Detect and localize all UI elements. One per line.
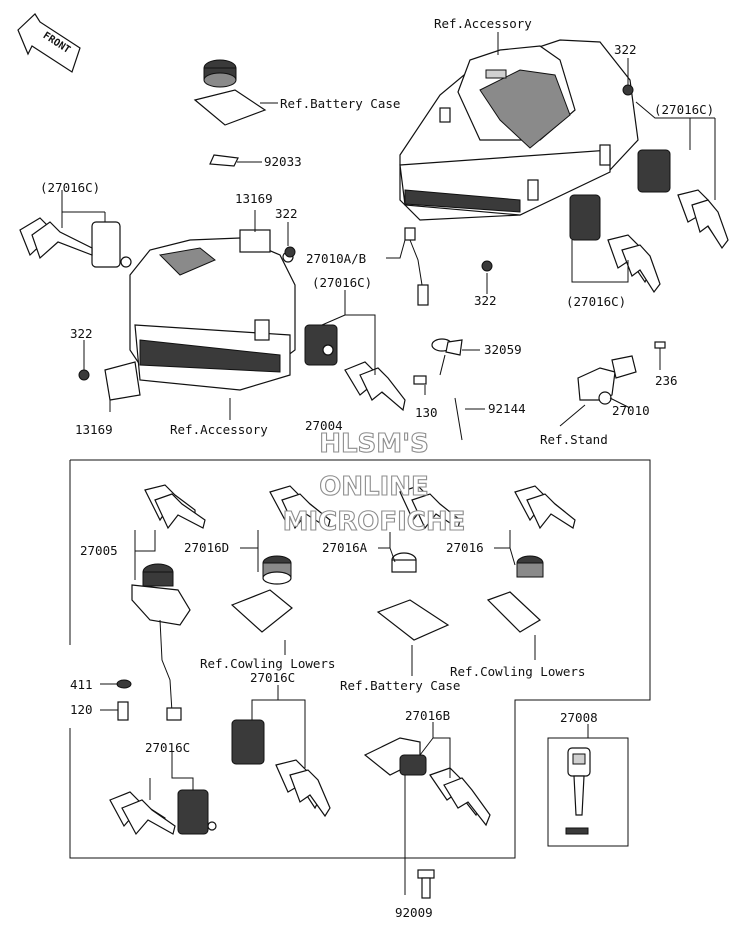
small-parts-mid bbox=[284, 84, 634, 441]
label-411: 411 bbox=[70, 677, 93, 692]
label-27016c-right-top: (27016C) bbox=[654, 102, 714, 117]
bolt-92009 bbox=[417, 869, 435, 899]
lock-assy-right-top bbox=[637, 149, 729, 250]
label-92144: 92144 bbox=[488, 401, 526, 416]
callout-labels: Ref.Accessory 322 Ref.Battery Case (2701… bbox=[40, 16, 714, 920]
label-27016c-center: (27016C) bbox=[312, 275, 372, 290]
watermark-line-3: MICROFICHE bbox=[283, 507, 466, 537]
label-ref-battery-case-box: Ref.Battery Case bbox=[340, 678, 460, 693]
label-32059: 32059 bbox=[484, 342, 522, 357]
ignition-switch bbox=[131, 484, 206, 721]
label-27016b: 27016B bbox=[405, 708, 450, 723]
label-130: 130 bbox=[415, 405, 438, 420]
side-case-illustration bbox=[78, 229, 296, 401]
washer-411 bbox=[116, 679, 132, 689]
stand-switch bbox=[577, 341, 666, 405]
label-27016c-box-left: 27016C bbox=[145, 740, 190, 755]
kit-frame bbox=[69, 459, 651, 859]
battery-cap-top bbox=[193, 59, 267, 167]
watermark-line-1: HLSM'S bbox=[319, 429, 429, 459]
label-27016c-right-bottom: (27016C) bbox=[566, 294, 626, 309]
bolt-120 bbox=[117, 701, 129, 721]
label-92009: 92009 bbox=[395, 905, 433, 920]
label-27016c-box: 27016C bbox=[250, 670, 295, 685]
watermark-line-2: ONLINE bbox=[319, 472, 429, 502]
label-13169-bottom: 13169 bbox=[75, 422, 113, 437]
lock-assy-right-mid bbox=[569, 194, 661, 294]
label-ref-stand: Ref.Stand bbox=[540, 432, 608, 447]
watermark: HLSM'S ONLINE MICROFICHE bbox=[282, 428, 466, 537]
lock-27016c-box-left bbox=[109, 789, 217, 836]
label-27010: 27010 bbox=[612, 403, 650, 418]
label-27005: 27005 bbox=[80, 543, 118, 558]
label-27008: 27008 bbox=[560, 710, 598, 725]
label-120: 120 bbox=[70, 702, 93, 717]
label-322-mid: 322 bbox=[275, 206, 298, 221]
lock-27016d bbox=[230, 485, 331, 633]
label-322-right-mid: 322 bbox=[474, 293, 497, 308]
label-27016a: 27016A bbox=[322, 540, 368, 555]
label-27010ab: 27010A/B bbox=[306, 251, 366, 266]
front-arrow-icon: FRONT bbox=[17, 13, 81, 73]
label-ref-cowling-lowers-left: Ref.Cowling Lowers bbox=[200, 656, 335, 671]
label-92033: 92033 bbox=[264, 154, 302, 169]
label-236: 236 bbox=[655, 373, 678, 388]
label-27016c-left-top: (27016C) bbox=[40, 180, 100, 195]
label-ref-battery-case-top: Ref.Battery Case bbox=[280, 96, 400, 111]
label-ref-accessory-top: Ref.Accessory bbox=[434, 16, 532, 31]
lock-27016b bbox=[363, 737, 491, 827]
lock-assy-center bbox=[304, 324, 406, 412]
label-13169-top: 13169 bbox=[235, 191, 273, 206]
lock-27016c-box bbox=[231, 719, 331, 818]
lock-27016 bbox=[486, 485, 576, 633]
label-ref-accessory-bottom: Ref.Accessory bbox=[170, 422, 268, 437]
label-27016d: 27016D bbox=[184, 540, 229, 555]
label-27016: 27016 bbox=[446, 540, 484, 555]
lock-assy-left-top bbox=[19, 217, 132, 268]
leader-lines bbox=[61, 32, 716, 895]
label-322-left: 322 bbox=[70, 326, 93, 341]
key-27008 bbox=[547, 737, 629, 847]
lock-27016a bbox=[376, 485, 461, 641]
top-case-illustration bbox=[399, 39, 639, 221]
label-322-top: 322 bbox=[614, 42, 637, 57]
label-ref-cowling-lowers-right: Ref.Cowling Lowers bbox=[450, 664, 585, 679]
label-27004: 27004 bbox=[305, 418, 343, 433]
